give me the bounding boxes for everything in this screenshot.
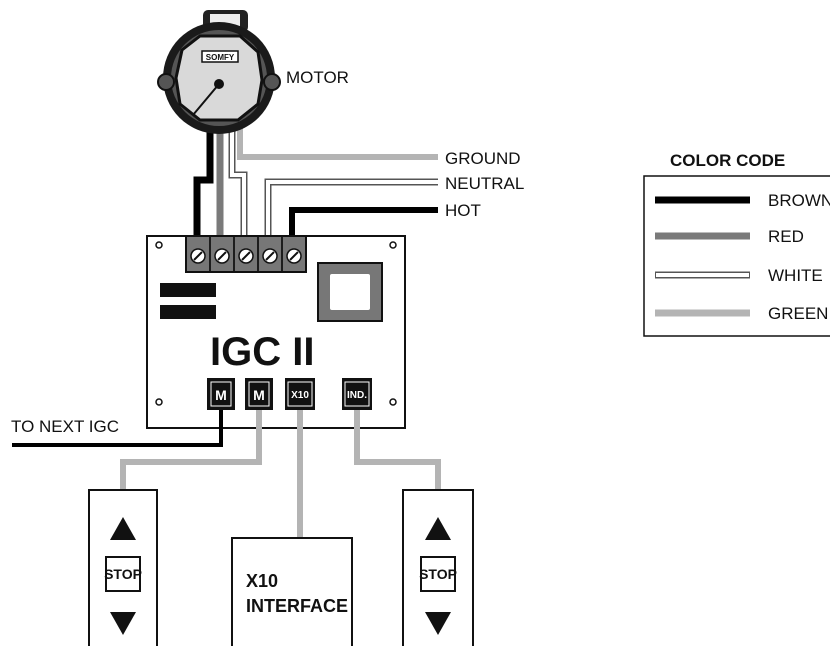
legend-title: COLOR CODE [670,151,785,170]
motor: SOMFY [157,10,281,134]
right-stop-label: STOP [419,566,457,582]
jack-ind-label: IND. [347,390,367,401]
board-bar-1 [160,283,216,297]
neutral-label: NEUTRAL [445,174,524,193]
x10-interface-box: X10 INTERFACE [231,537,353,646]
legend-label-red: RED [768,227,804,246]
jack-m-1-label: M [215,387,227,403]
legend-label-white: WHITE [768,266,823,285]
igc-board: IGC II M M X10 IND. [146,235,406,429]
wire-brown-hot [289,207,438,238]
board-bar-2 [160,305,216,319]
wire-left-switch [120,410,262,490]
jack-x10-label: X10 [291,390,309,401]
jack-m-1: M [207,378,235,410]
next-igc-label: TO NEXT IGC [11,417,119,436]
x10-interface-line2: INTERFACE [246,596,348,616]
terminal-block [185,235,307,273]
board-title: IGC II [210,330,314,374]
jack-x10: X10 [285,378,315,410]
lower-wires [12,410,441,538]
hot-label: HOT [445,201,481,220]
wire-green-ground [237,125,438,160]
wire-brown-motor [193,125,214,238]
left-stop-label: STOP [104,566,142,582]
down-triangle-icon [110,612,136,635]
x10-interface-line1: X10 [246,571,278,591]
left-wall-switch: STOP [88,489,158,646]
up-triangle-icon [425,517,451,540]
right-wall-switch: STOP [402,489,474,646]
motor-label: MOTOR [286,68,349,87]
legend-label-green: GREEN [768,304,828,323]
motor-lobe-right [263,73,281,91]
motor-brand: SOMFY [206,53,235,62]
legend-label-brown: BROWN [768,191,830,210]
ground-label: GROUND [445,149,521,168]
color-code-legend: COLOR CODE BROWN RED WHITE GREEN [643,151,830,337]
down-triangle-icon [425,612,451,635]
jack-m-2: M [245,378,273,410]
up-triangle-icon [110,517,136,540]
jack-m-2-label: M [253,387,265,403]
motor-lobe-left [157,73,175,91]
jack-ind: IND. [342,378,372,410]
wire-right-switch [354,410,441,490]
motor-wires [193,125,438,238]
wire-next-igc [12,410,223,447]
